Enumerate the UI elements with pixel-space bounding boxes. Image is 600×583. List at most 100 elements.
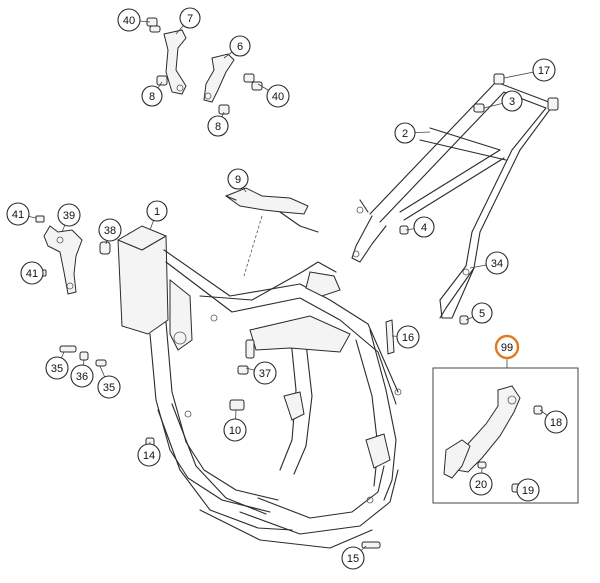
callout-number: 38 bbox=[104, 225, 116, 237]
callout-number: 7 bbox=[187, 13, 193, 25]
tank-bracket bbox=[224, 187, 319, 277]
foot-peg-bracket-left bbox=[146, 17, 187, 95]
callout-circle bbox=[146, 200, 168, 222]
callout-number: 8 bbox=[215, 121, 221, 133]
callout-c41b: 41 bbox=[20, 261, 44, 285]
callout-c15: 15 bbox=[341, 545, 367, 570]
callout-c40a: 40 bbox=[117, 8, 151, 32]
callout-c6: 6 bbox=[223, 35, 251, 59]
callout-c17: 17 bbox=[503, 58, 556, 82]
callout-c14: 14 bbox=[137, 441, 161, 467]
callout-number: 6 bbox=[237, 41, 243, 53]
callout-circle bbox=[253, 361, 277, 385]
callout-circle bbox=[394, 122, 416, 144]
callout-c8b: 8 bbox=[207, 111, 229, 137]
callout-c40b: 40 bbox=[257, 83, 290, 108]
callout-circle bbox=[229, 35, 251, 57]
callout-number: 1 bbox=[154, 206, 160, 218]
callout-circle bbox=[117, 8, 141, 32]
callout-circle bbox=[70, 364, 94, 388]
callout-circle bbox=[141, 85, 163, 107]
callout-number: 36 bbox=[76, 371, 88, 383]
callout-c19: 19 bbox=[516, 478, 540, 502]
callout-c3: 3 bbox=[483, 90, 523, 112]
callout-circle bbox=[137, 443, 161, 467]
foot-peg-bracket-right bbox=[203, 53, 263, 115]
callout-c2: 2 bbox=[394, 122, 431, 144]
callout-number: 18 bbox=[550, 417, 562, 429]
callout-number: 40 bbox=[272, 91, 284, 103]
callout-number: 8 bbox=[149, 91, 155, 103]
callout-number: 34 bbox=[491, 258, 503, 270]
chain-guide-assembly bbox=[443, 385, 543, 493]
callout-circle bbox=[396, 325, 420, 349]
callout-c35b: 35 bbox=[97, 365, 121, 399]
callout-number: 41 bbox=[26, 268, 38, 280]
callout-number: 39 bbox=[63, 210, 75, 222]
callout-c8a: 8 bbox=[141, 81, 163, 107]
callout-number: 41 bbox=[12, 209, 24, 221]
callout-c4: 4 bbox=[405, 216, 435, 238]
detail-inset-frame bbox=[432, 367, 579, 504]
callout-c35a: 35 bbox=[45, 351, 69, 380]
callout-number: 5 bbox=[479, 308, 485, 320]
callout-c10: 10 bbox=[223, 409, 247, 442]
callout-circle bbox=[45, 356, 69, 380]
callout-c99: 99 bbox=[494, 334, 520, 368]
callout-circle bbox=[179, 7, 201, 29]
callout-number: 40 bbox=[123, 15, 135, 27]
subframe bbox=[351, 73, 559, 325]
callout-number: 3 bbox=[509, 96, 515, 108]
callout-c9: 9 bbox=[227, 168, 249, 193]
callout-circle bbox=[341, 546, 365, 570]
callout-circle bbox=[532, 58, 556, 82]
callout-circle bbox=[227, 168, 249, 190]
callout-number: 4 bbox=[421, 222, 427, 234]
callout-number: 19 bbox=[522, 485, 534, 497]
callout-c41a: 41 bbox=[6, 202, 37, 226]
callout-circle bbox=[494, 334, 520, 360]
callout-number: 20 bbox=[475, 479, 487, 491]
callout-circle bbox=[223, 418, 247, 442]
callout-number: 15 bbox=[347, 553, 359, 565]
callout-circle bbox=[57, 203, 81, 227]
callout-number: 14 bbox=[143, 450, 155, 462]
callout-c37: 37 bbox=[245, 361, 277, 385]
callout-number: 2 bbox=[402, 128, 408, 140]
callout-circle bbox=[469, 472, 493, 496]
callout-c20: 20 bbox=[469, 467, 493, 496]
callout-number: 35 bbox=[51, 363, 63, 375]
callout-circle bbox=[485, 251, 509, 275]
main-frame bbox=[117, 225, 402, 549]
small-parts bbox=[59, 319, 395, 549]
callout-c36: 36 bbox=[70, 359, 94, 388]
callout-circle bbox=[97, 375, 121, 399]
callout-number: 17 bbox=[538, 65, 550, 77]
callout-circle bbox=[266, 84, 290, 108]
callout-c5: 5 bbox=[465, 302, 493, 324]
callout-c38: 38 bbox=[98, 218, 122, 245]
callout-circle bbox=[6, 202, 30, 226]
callout-c34: 34 bbox=[469, 251, 509, 275]
callout-number: 99 bbox=[501, 342, 513, 354]
callout-circle bbox=[413, 216, 435, 238]
callout-c1: 1 bbox=[146, 200, 168, 231]
callout-c18: 18 bbox=[539, 409, 568, 434]
callout-number: 9 bbox=[235, 174, 241, 186]
callout-circle bbox=[207, 115, 229, 137]
callout-circle bbox=[501, 90, 523, 112]
callout-circle bbox=[516, 478, 540, 502]
callout-c16: 16 bbox=[391, 325, 420, 349]
callout-number: 16 bbox=[402, 332, 414, 344]
callout-c39: 39 bbox=[57, 203, 81, 233]
callout-circle bbox=[98, 218, 122, 242]
callout-circle bbox=[471, 302, 493, 324]
callout-c7: 7 bbox=[175, 7, 201, 35]
callout-number: 10 bbox=[229, 425, 241, 437]
callout-number: 35 bbox=[103, 382, 115, 394]
callout-circle bbox=[20, 261, 44, 285]
callout-circle bbox=[544, 410, 568, 434]
callout-number: 37 bbox=[259, 368, 271, 380]
